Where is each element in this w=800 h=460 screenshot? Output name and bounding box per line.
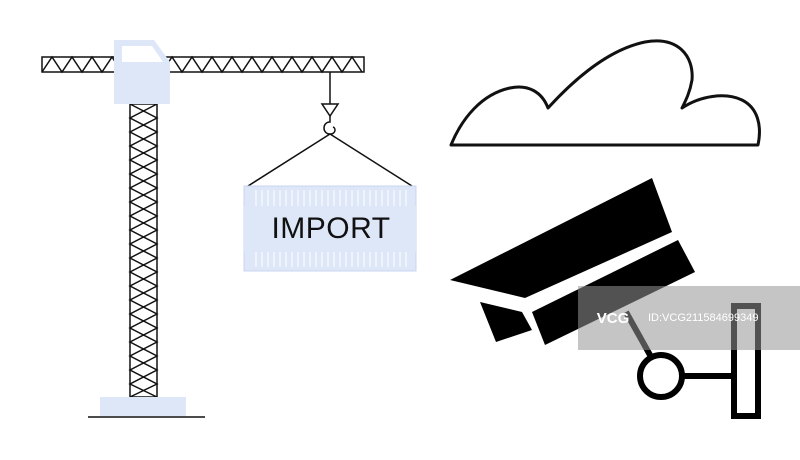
sling-left	[247, 133, 331, 187]
sling-right	[329, 133, 413, 187]
hook-block	[320, 103, 340, 118]
watermark-text: ID:VCG211584699349	[648, 312, 759, 324]
hook-icon	[323, 116, 336, 135]
camera-joint	[637, 352, 685, 400]
container-label-band	[244, 206, 416, 252]
crane-mast-truss-2	[128, 103, 159, 398]
crane-jib	[41, 56, 365, 73]
container-label: IMPORT	[271, 212, 391, 245]
camera-body	[450, 178, 672, 298]
tower-crane-icon	[41, 40, 413, 418]
watermark: VCG ID:VCG211584699349	[578, 286, 800, 350]
crane-jib-truss	[41, 55, 363, 74]
cloud-icon	[449, 39, 761, 147]
camera-lens	[480, 302, 532, 342]
crane-base	[100, 397, 186, 416]
shipping-container-icon	[243, 185, 417, 272]
watermark-logo: VCG	[578, 286, 648, 350]
watermark-logo-text: VCG	[596, 309, 630, 327]
crane-cabin-window	[122, 46, 163, 62]
